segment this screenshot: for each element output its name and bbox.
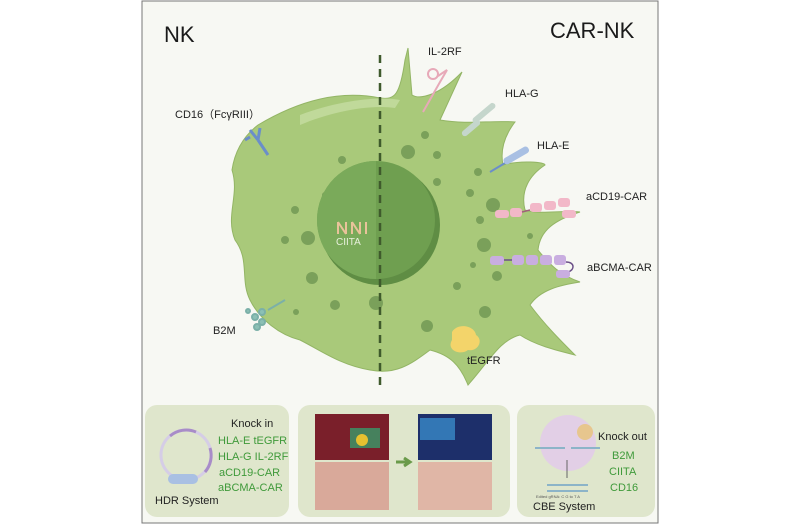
knock-out-item: CD16 bbox=[610, 482, 639, 494]
abcma-car-label: aBCMA-CAR bbox=[587, 262, 652, 274]
il2rf-receptor-icon bbox=[422, 68, 448, 113]
cd16-receptor-icon bbox=[244, 127, 270, 156]
abcma-car-icon bbox=[490, 255, 574, 278]
cbe-caption: Edited gRNA: C G to T A bbox=[536, 494, 580, 499]
plasmid-icon bbox=[159, 428, 213, 484]
acd19-car-icon bbox=[495, 198, 576, 218]
il2rf-label: IL-2RF bbox=[428, 46, 462, 58]
hla-e-label: HLA-E bbox=[537, 140, 570, 152]
tegfr-label: tEGFR bbox=[467, 355, 501, 367]
b2m-label: B2M bbox=[213, 325, 236, 337]
cbe-system-label: CBE System bbox=[533, 501, 596, 513]
granules bbox=[281, 131, 533, 332]
knock-in-item: aBCMA-CAR bbox=[218, 482, 283, 494]
nucleus-left-half bbox=[317, 161, 376, 279]
b2m-receptor-icon bbox=[245, 299, 286, 331]
dna-gene-icon bbox=[337, 221, 367, 235]
nk-header: NK bbox=[164, 22, 195, 47]
knock-out-title: Knock out bbox=[598, 431, 647, 443]
arrow-right-icon bbox=[396, 456, 413, 468]
knock-in-item: HLA-G IL-2RF bbox=[218, 451, 289, 463]
hla-g-receptor-icon bbox=[461, 102, 496, 137]
hla-e-receptor-icon bbox=[489, 146, 530, 173]
tegfr-receptor-icon bbox=[450, 326, 480, 353]
car-nk-header: CAR-NK bbox=[550, 18, 635, 43]
acd19-car-label: aCD19-CAR bbox=[586, 191, 648, 203]
before-after-images bbox=[315, 414, 492, 510]
hdr-panel bbox=[145, 405, 289, 517]
knock-in-item: aCD19-CAR bbox=[219, 467, 281, 479]
knock-in-item: HLA-E tEGFR bbox=[218, 435, 288, 447]
knock-in-title: Knock in bbox=[231, 418, 274, 430]
cd16-label: CD16（FcγRIII） bbox=[175, 109, 260, 121]
wound-before-image bbox=[315, 462, 389, 510]
ciita-label: CIITA bbox=[336, 237, 361, 248]
knock-out-item: CIITA bbox=[609, 466, 637, 478]
hdr-system-label: HDR System bbox=[155, 495, 219, 507]
knock-out-item: B2M bbox=[612, 450, 635, 462]
cell-highlight bbox=[300, 98, 400, 125]
wound-after-image bbox=[418, 462, 492, 510]
hla-g-label: HLA-G bbox=[505, 88, 539, 100]
base-editor-icon bbox=[535, 415, 600, 492]
